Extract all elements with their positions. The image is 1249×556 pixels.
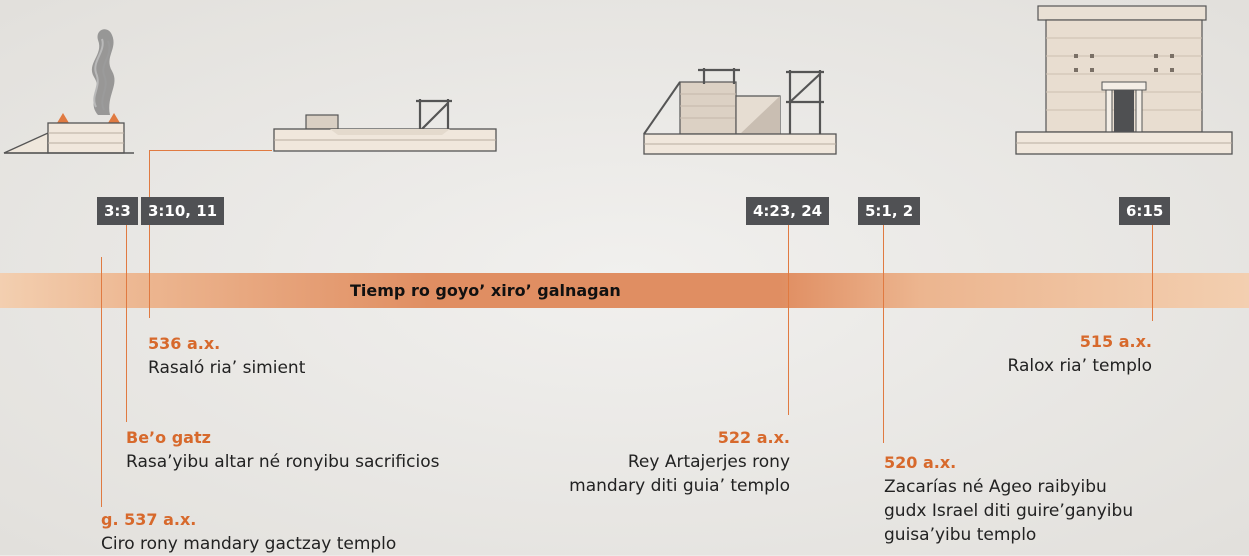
event-desc: gudx Israel diti guire’ganyibu [884,501,1134,521]
event-520: 520 a.x. Zacarías né Ageo raibyibu gudx … [884,451,1133,547]
event-year: 520 a.x. [884,453,957,472]
event-year: Be’o gatz [126,428,211,447]
event-desc: Rey Artajerjes rony [627,452,790,472]
event-desc: mandary diti guia’ templo [569,476,790,496]
altar-illustration [3,29,134,154]
event-desc: Ciro rony mandary gactzay templo [101,534,397,554]
connector-line-536 [149,150,150,318]
ref-tag: 5:1, 2 [858,197,921,225]
event-year: g. 537 a.x. [101,510,197,529]
connector-line-altar [126,225,127,422]
event-desc: Zacarías né Ageo raibyibu [884,477,1107,497]
foundation-illustration [273,99,497,152]
event-desc: Ralox ria’ templo [1007,356,1152,376]
event-year: 536 a.x. [148,334,221,353]
connector-line-520 [883,225,884,443]
event-537: g. 537 a.x. Ciro rony mandary gactzay te… [101,508,396,556]
event-desc: Rasaló ria’ simient [148,358,306,378]
connector-line-515 [1152,225,1153,321]
ref-tag: 3:3 [97,197,138,225]
ref-tag: 3:10, 11 [141,197,225,225]
construction-illustration [643,68,837,155]
event-536: 536 a.x. Rasaló ria’ simient [148,332,305,380]
ref-tag: 4:23, 24 [746,197,830,225]
event-altar: Be’o gatz Rasa’yibu altar né ronyibu sac… [126,426,439,474]
temple-illustration [1015,5,1233,155]
timeline-label: Tiemp ro goyo’ xiro’ galnagan [350,281,621,300]
event-desc: guisa’yibu templo [884,525,1037,545]
timeline-band [0,273,1249,308]
connector-line-537 [101,257,102,507]
connector-line-522 [788,225,789,415]
event-year: 515 a.x. [1079,332,1152,351]
event-desc: Rasa’yibu altar né ronyibu sacrificios [126,452,440,472]
connector-line-536-horizontal [149,150,272,151]
event-522: 522 a.x. Rey Artajerjes rony mandary dit… [480,426,790,498]
ref-tag: 6:15 [1119,197,1171,225]
event-515: 515 a.x. Ralox ria’ templo [900,330,1152,378]
event-year: 522 a.x. [717,428,790,447]
